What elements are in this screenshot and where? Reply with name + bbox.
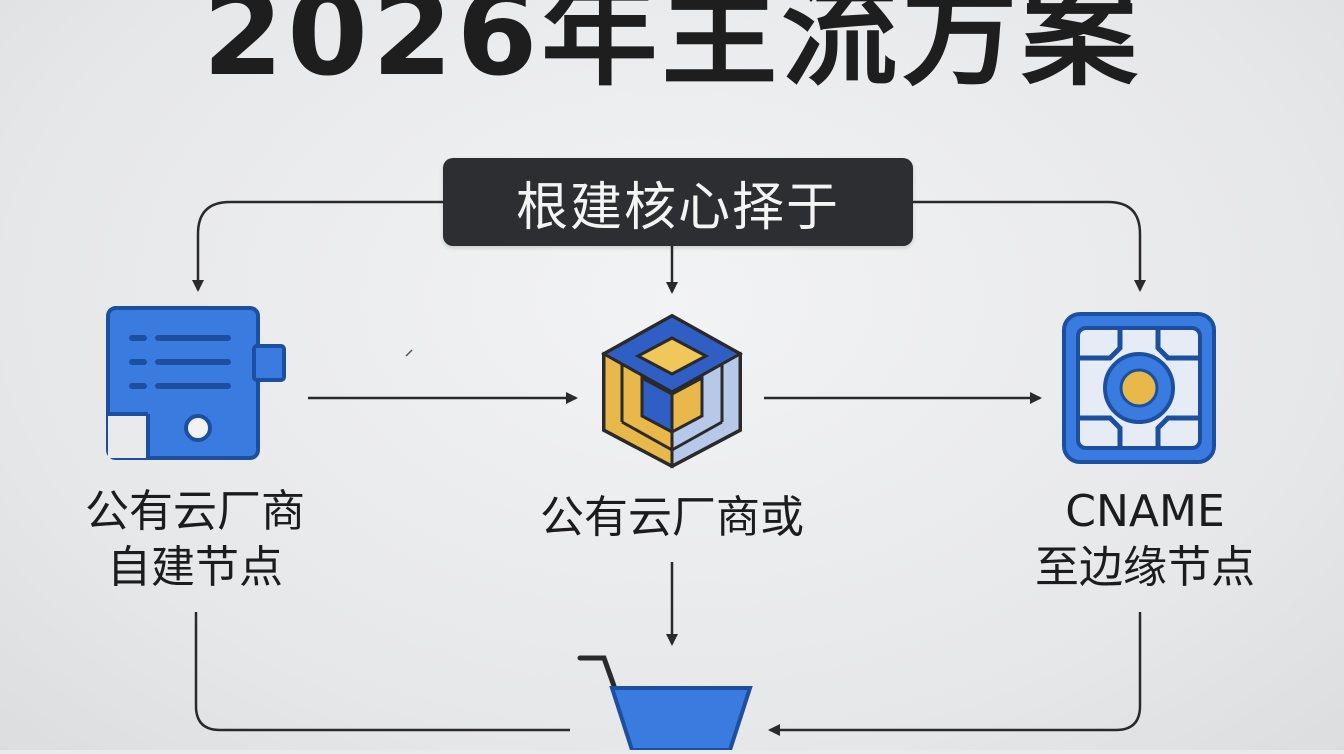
cube-icon xyxy=(598,312,746,470)
node-right-line2: 至边缘节点 xyxy=(1035,542,1255,593)
node-label-left: 公有云厂商 自建节点 xyxy=(40,484,350,596)
node-left-line1: 公有云厂商 xyxy=(85,486,305,537)
chip-circuit-icon xyxy=(1060,310,1218,466)
node-label-center: 公有云厂商或 xyxy=(512,490,832,546)
arrow-right-to-bottom xyxy=(768,612,1142,736)
node-right-line1: CNAME xyxy=(1065,486,1225,537)
node-label-right: CNAME 至边缘节点 xyxy=(1000,484,1290,596)
arrow-root-to-right xyxy=(913,200,1146,292)
server-document-icon xyxy=(104,306,294,466)
root-label: 根建核心择于 xyxy=(515,177,840,238)
node-center-line1: 公有云厂商或 xyxy=(540,492,804,543)
line-left-to-bottom xyxy=(194,612,570,732)
cart-icon xyxy=(574,650,754,752)
page-title: 2026年主流方案 xyxy=(202,0,1142,102)
arrow-root-to-left xyxy=(192,200,443,292)
node-left-line2: 自建节点 xyxy=(107,542,283,593)
root-node: 根建核心择于 xyxy=(443,158,913,246)
